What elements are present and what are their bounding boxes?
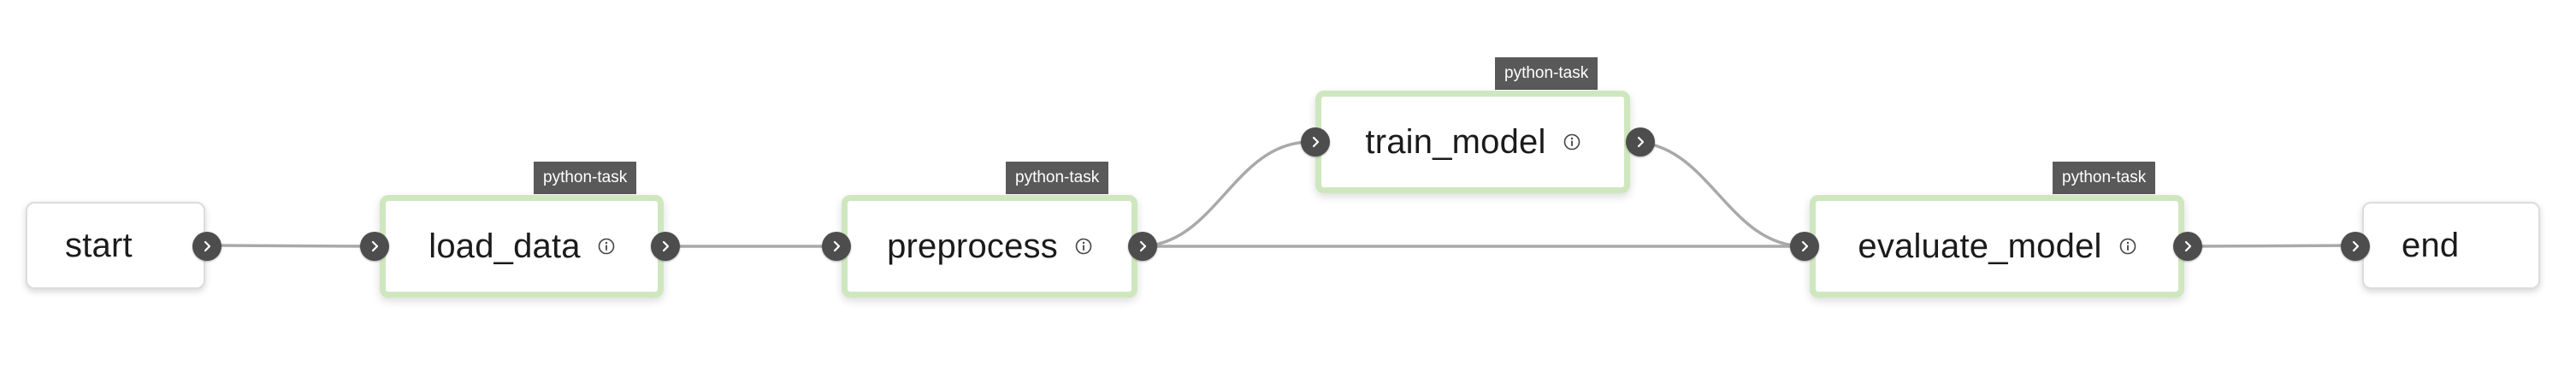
node-label: end xyxy=(2402,226,2460,264)
edge-start-to-load_data xyxy=(206,244,375,248)
chevron-right-icon xyxy=(1312,136,1320,148)
chevron-right-icon xyxy=(1637,136,1645,148)
edge-train_model-to-evaluate_model xyxy=(1631,140,1805,248)
edge-preprocess-to-train_model xyxy=(1138,140,1311,248)
node-train-model[interactable]: train_model xyxy=(1315,91,1630,193)
node-end[interactable]: end xyxy=(2362,202,2540,289)
input-port-train-model[interactable] xyxy=(1301,127,1330,157)
tag-preprocess: python-task xyxy=(1006,162,1109,194)
info-icon[interactable] xyxy=(598,238,615,255)
chevron-right-icon xyxy=(2184,240,2192,252)
edge-evaluate_model-to-end xyxy=(2185,244,2358,248)
input-port-end[interactable] xyxy=(2341,232,2370,261)
node-label: start xyxy=(65,226,133,264)
chevron-right-icon xyxy=(204,240,211,252)
input-port-preprocess[interactable] xyxy=(822,232,851,261)
output-port-train-model[interactable] xyxy=(1626,127,1655,157)
chevron-right-icon xyxy=(833,240,841,252)
node-load-data[interactable]: load_data xyxy=(380,195,664,298)
node-label: train_model xyxy=(1365,122,1546,161)
output-port-evaluate-model[interactable] xyxy=(2173,232,2202,261)
output-port-start[interactable] xyxy=(192,232,222,261)
info-icon[interactable] xyxy=(1075,238,1092,255)
chevron-right-icon xyxy=(1801,240,1809,252)
info-icon[interactable] xyxy=(2119,238,2136,255)
node-label: evaluate_model xyxy=(1858,227,2102,265)
chevron-right-icon xyxy=(371,240,379,252)
node-label: load_data xyxy=(428,227,581,265)
node-preprocess[interactable]: preprocess xyxy=(842,195,1137,298)
chevron-right-icon xyxy=(2352,240,2360,252)
input-port-load-data[interactable] xyxy=(360,232,389,261)
output-port-load-data[interactable] xyxy=(651,232,680,261)
chevron-right-icon xyxy=(662,240,670,252)
output-port-preprocess[interactable] xyxy=(1128,232,1157,261)
node-label: preprocess xyxy=(887,227,1058,265)
chevron-right-icon xyxy=(1139,240,1147,252)
input-port-evaluate-model[interactable] xyxy=(1790,232,1819,261)
node-start[interactable]: start xyxy=(26,202,205,289)
node-evaluate-model[interactable]: evaluate_model xyxy=(1810,195,2184,298)
tag-load-data: python-task xyxy=(534,162,637,194)
info-icon[interactable] xyxy=(1563,133,1580,151)
tag-train-model: python-task xyxy=(1495,57,1598,90)
tag-evaluate-model: python-task xyxy=(2053,162,2156,194)
